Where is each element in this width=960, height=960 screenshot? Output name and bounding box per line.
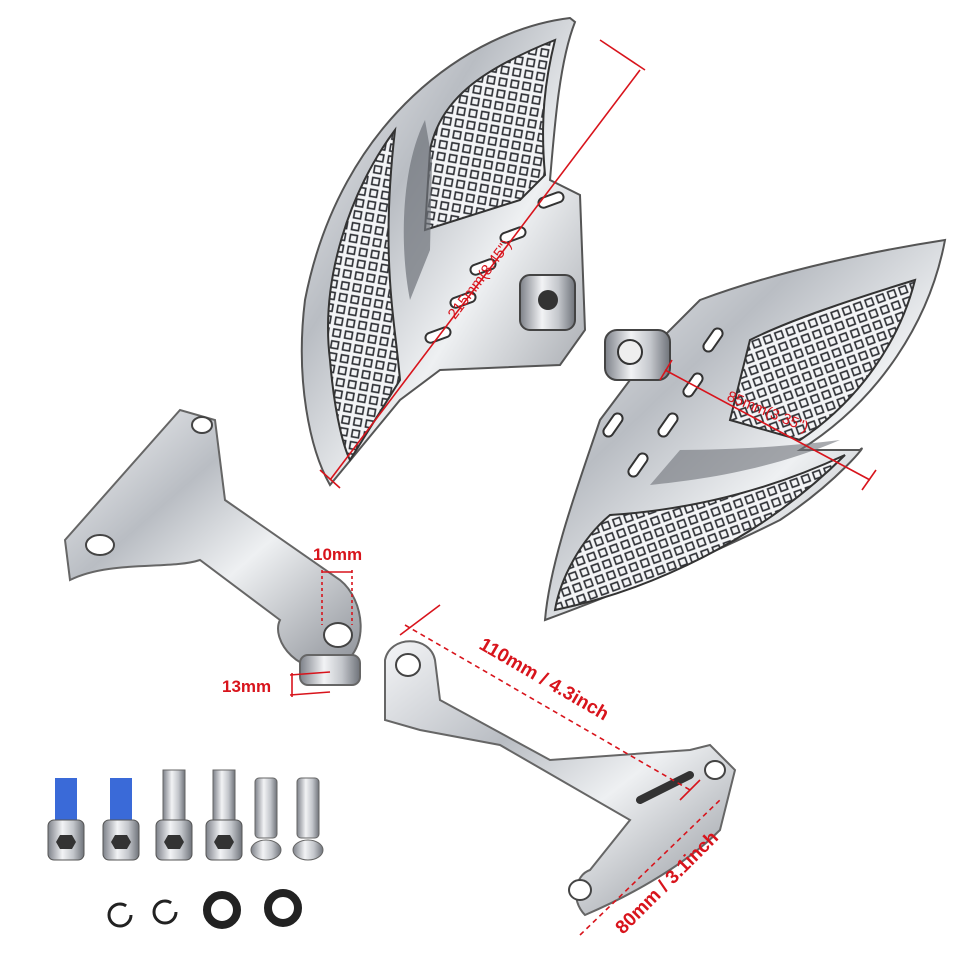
right-footboard <box>543 238 947 622</box>
dimension-lines <box>289 39 877 936</box>
clevis-pin-2 <box>292 777 324 861</box>
bolt-blue-2 <box>102 778 140 861</box>
pin-hole-label: 10mm <box>313 545 362 564</box>
right-bracket <box>384 640 737 917</box>
left-bracket <box>63 408 362 686</box>
bolt-blue-1 <box>47 778 85 861</box>
bolt-4 <box>205 769 243 861</box>
clevis-gap-label: 13mm <box>222 677 271 696</box>
e-clip-2 <box>152 899 178 925</box>
bracket-length-label: 110mm / 4.3inch <box>476 634 613 725</box>
bolt-3 <box>155 769 193 861</box>
wave-washer-1 <box>203 891 241 929</box>
left-footboard <box>300 16 587 487</box>
clevis-pin-1 <box>250 777 282 861</box>
e-clip-1 <box>107 902 133 928</box>
hardware-kit <box>47 769 324 929</box>
wave-washer-2 <box>264 889 302 927</box>
